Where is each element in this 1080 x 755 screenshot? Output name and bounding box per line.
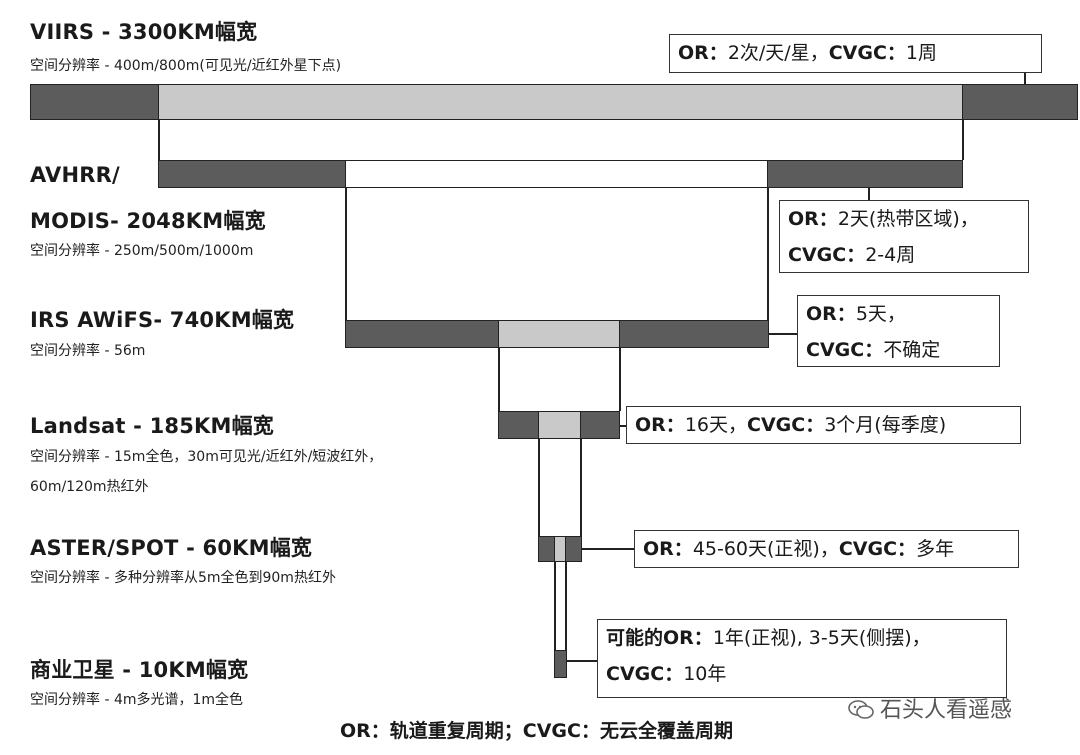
commercial-or-value: 1年(正视), 3-5天(侧摆)，	[712, 627, 931, 649]
commercial-swath	[554, 650, 567, 678]
aster-or-value: 45-60天(正视)，	[692, 538, 839, 560]
awifs-resolution: 空间分辨率 - 56m	[30, 343, 146, 359]
commercial-info-box: 可能的OR：1年(正视), 3-5天(侧摆)， CVGC：10年	[597, 619, 1007, 698]
awifs-swath-left	[345, 320, 500, 348]
landsat-or-key: OR	[635, 414, 666, 436]
commercial-resolution: 空间分辨率 - 4m多光谱，1m全色	[30, 692, 244, 708]
viirs-info-box: OR：2次/天/星，CVGC：1周	[669, 34, 1042, 73]
leader-line	[582, 548, 634, 550]
landsat-info-box: OR：16天，CVGC：3个月(每季度)	[626, 406, 1021, 444]
awifs-cvgc-value: 不确定	[883, 339, 941, 361]
aster-cvgc-key: CVGC	[838, 538, 898, 560]
connector-line	[158, 120, 160, 160]
viirs-swath-right	[962, 84, 1078, 120]
modis-swath-center	[345, 160, 769, 188]
sep: ：	[673, 538, 693, 560]
sep: ：	[664, 663, 684, 685]
modis-swath-right	[767, 160, 963, 188]
sep: ：	[897, 538, 917, 560]
viirs-cvgc-key: CVGC	[828, 42, 887, 64]
landsat-or-value: 16天，	[684, 414, 747, 436]
leader-line	[1024, 72, 1026, 85]
awifs-swath-center	[498, 320, 621, 348]
aster-or-key: OR	[643, 538, 674, 560]
modis-title-line1: AVHRR/	[30, 163, 120, 187]
modis-title-line2: MODIS- 2048KM幅宽	[30, 209, 266, 233]
landsat-swath-left	[498, 411, 540, 439]
awifs-info-box: OR：5天， CVGC：不确定	[797, 295, 1000, 367]
connector-line	[619, 348, 621, 411]
sep: ：	[708, 42, 728, 64]
connector-line	[538, 439, 540, 536]
sep: ：	[846, 244, 866, 266]
awifs-or-key: OR	[806, 303, 837, 325]
aster-title: ASTER/SPOT - 60KM幅宽	[30, 536, 313, 560]
viirs-swath-left	[30, 84, 160, 120]
sep: ：	[665, 414, 685, 436]
modis-cvgc-value: 2-4周	[865, 244, 916, 266]
sep: ：	[836, 303, 856, 325]
sep: ：	[886, 42, 906, 64]
connector-line	[580, 439, 582, 536]
awifs-or-value: 5天，	[855, 303, 906, 325]
sep: ：	[818, 208, 838, 230]
viirs-title: VIIRS - 3300KM幅宽	[30, 20, 258, 44]
modis-or-value: 2天(热带区域)，	[837, 208, 979, 230]
sep: ：	[864, 339, 884, 361]
commercial-cvgc-key: CVGC	[606, 663, 665, 685]
awifs-swath-right	[619, 320, 769, 348]
wechat-icon	[848, 700, 874, 719]
viirs-resolution: 空间分辨率 - 400m/800m(可见光/近红外星下点)	[30, 58, 342, 74]
connector-line	[554, 562, 556, 650]
connector-line	[498, 348, 500, 411]
viirs-cvgc-value: 1周	[905, 42, 938, 64]
connector-line	[962, 120, 964, 160]
leader-line	[769, 333, 797, 335]
footer-legend: OR：轨道重复周期；CVGC：无云全覆盖周期	[340, 720, 733, 742]
awifs-cvgc-key: CVGC	[806, 339, 865, 361]
leader-line	[620, 425, 626, 427]
modis-or-key: OR	[788, 208, 819, 230]
landsat-cvgc-key: CVGC	[747, 414, 806, 436]
landsat-resolution-line2: 60m/120m热红外	[30, 479, 149, 495]
awifs-title: IRS AWiFS- 740KM幅宽	[30, 308, 295, 332]
landsat-swath-center	[538, 411, 582, 439]
aster-swath-right	[565, 536, 582, 562]
connector-line	[345, 188, 347, 320]
connector-line	[565, 562, 567, 650]
landsat-title: Landsat - 185KM幅宽	[30, 414, 274, 438]
aster-cvgc-value: 多年	[916, 538, 955, 560]
sep: ：	[693, 627, 713, 649]
sep: ：	[805, 414, 825, 436]
modis-swath-left	[158, 160, 347, 188]
viirs-or-key: OR	[678, 42, 709, 64]
landsat-resolution-line1: 空间分辨率 - 15m全色，30m可见光/近红外/短波红外，	[30, 449, 383, 465]
leader-line	[567, 660, 597, 662]
connector-line	[767, 188, 769, 320]
aster-info-box: OR：45-60天(正视)，CVGC：多年	[634, 530, 1019, 568]
modis-info-box: OR：2天(热带区域)， CVGC：2-4周	[779, 200, 1029, 273]
watermark-text: 石头人看遥感	[880, 698, 1013, 723]
leader-line	[868, 188, 870, 202]
modis-cvgc-key: CVGC	[788, 244, 847, 266]
modis-resolution: 空间分辨率 - 250m/500m/1000m	[30, 243, 254, 259]
viirs-swath-center	[158, 84, 964, 120]
commercial-cvgc-value: 10年	[683, 663, 727, 685]
commercial-or-key: 可能的OR	[606, 627, 694, 649]
viirs-or-value: 2次/天/星，	[727, 42, 829, 64]
watermark: 石头人看遥感	[848, 692, 1012, 724]
landsat-swath-right	[580, 411, 620, 439]
landsat-cvgc-value: 3个月(每季度)	[824, 414, 947, 436]
aster-resolution: 空间分辨率 - 多种分辨率从5m全色到90m热红外	[30, 570, 336, 586]
commercial-title: 商业卫星 - 10KM幅宽	[30, 658, 249, 682]
